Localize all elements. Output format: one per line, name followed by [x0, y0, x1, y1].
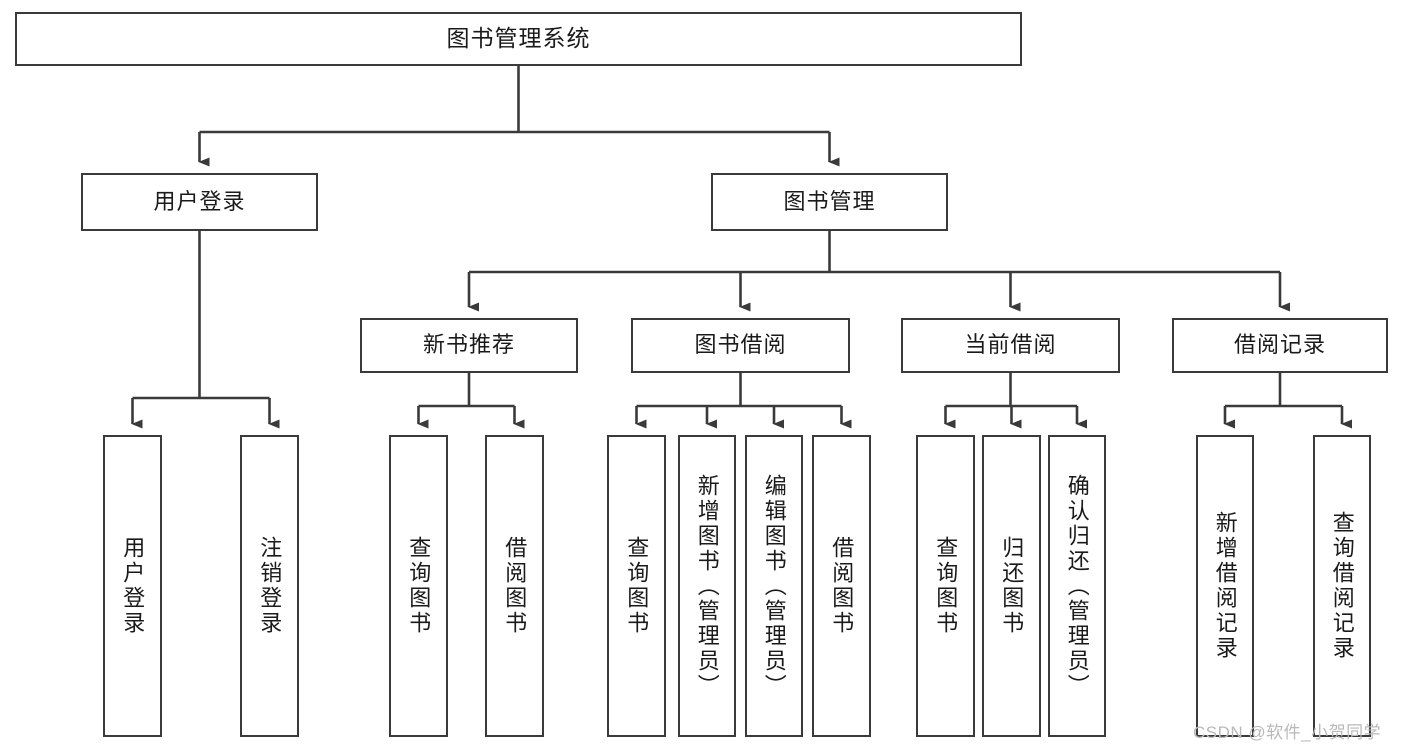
node-leaf-return-book[interactable]: 归还图书: [982, 435, 1041, 737]
node-leaf-query-book-borrow[interactable]: 查询图书: [607, 435, 666, 737]
node-borrow-record[interactable]: 借阅记录: [1172, 318, 1388, 373]
node-leaf-query-book-recommend[interactable]: 查询图书: [389, 435, 448, 737]
node-book-borrow[interactable]: 图书借阅: [631, 318, 850, 373]
node-leaf-edit-book-admin[interactable]: 编辑图书（管理员）: [745, 435, 803, 737]
node-leaf-add-borrow-record[interactable]: 新增借阅记录: [1196, 435, 1254, 737]
node-leaf-confirm-return-admin[interactable]: 确认归还（管理员）: [1048, 435, 1106, 737]
node-current-borrow[interactable]: 当前借阅: [901, 318, 1120, 373]
node-leaf-logout[interactable]: 注销登录: [240, 435, 299, 737]
node-leaf-query-borrow-record[interactable]: 查询借阅记录: [1313, 435, 1371, 737]
node-root-system[interactable]: 图书管理系统: [15, 12, 1022, 66]
node-new-book-recommend[interactable]: 新书推荐: [360, 318, 578, 373]
node-leaf-user-login[interactable]: 用户登录: [103, 435, 162, 737]
csdn-watermark: CSDN @软件_小贺同学: [1193, 723, 1382, 742]
node-leaf-query-book-current[interactable]: 查询图书: [916, 435, 975, 737]
node-leaf-borrow-book[interactable]: 借阅图书: [812, 435, 871, 737]
node-book-manage[interactable]: 图书管理: [711, 173, 948, 231]
node-leaf-add-book-admin[interactable]: 新增图书（管理员）: [678, 435, 736, 737]
node-user-login[interactable]: 用户登录: [81, 173, 318, 231]
node-leaf-borrow-book-recommend[interactable]: 借阅图书: [485, 435, 544, 737]
